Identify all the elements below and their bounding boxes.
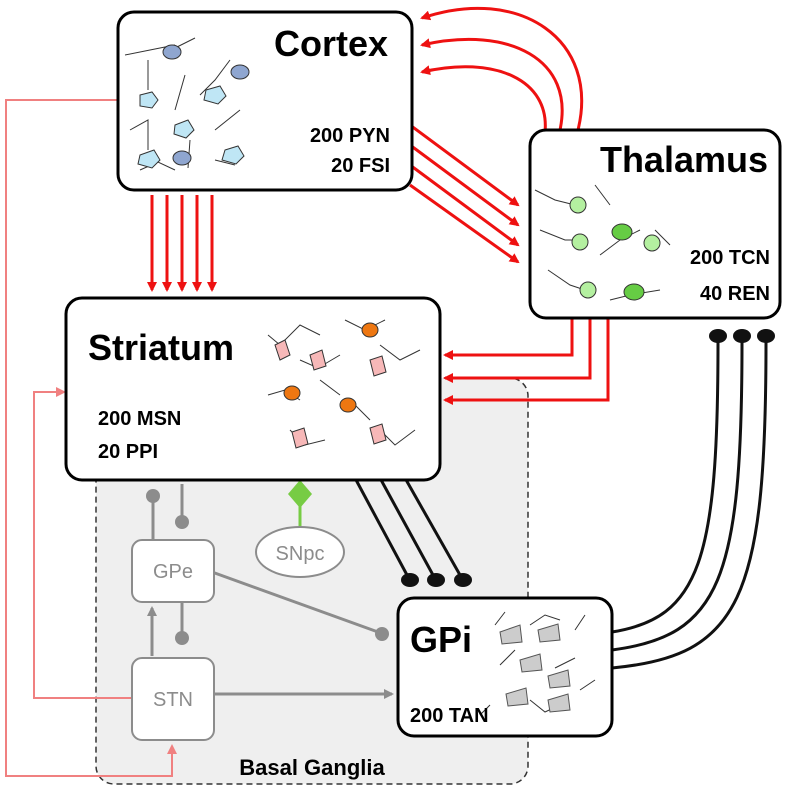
snpc-label: SNpc — [276, 543, 325, 565]
thalamus-count-ren: 40 REN — [700, 283, 770, 305]
gpi-count-tan: 200 TAN — [410, 705, 489, 727]
gpe-to-gpi-path — [211, 570, 379, 634]
striatum-node: Striatum 200 MSN 20 PPI — [64, 296, 442, 482]
gpe-label: GPe — [153, 561, 193, 583]
cortex-to-thalamus-arrow — [409, 183, 520, 264]
basal-ganglia-label: Basal Ganglia — [239, 755, 385, 780]
thalamus-to-cortex-arrow — [420, 65, 547, 133]
striatum-count-ppi: 20 PPI — [98, 441, 158, 463]
cortex-count-pyn: 200 PYN — [310, 125, 390, 147]
striatum-count-msn: 200 MSN — [98, 408, 181, 430]
black-connections — [353, 341, 768, 670]
dopamine-diamond — [288, 480, 312, 508]
inhibitory-terminals — [401, 329, 775, 587]
gpi-node: GPi 200 TAN — [396, 596, 614, 738]
thalamus-count-tcn: 200 TCN — [690, 247, 770, 269]
striatum-to-gpi-inhibitory — [353, 477, 409, 576]
thalamus-node: Thalamus 200 TCN 40 REN — [528, 128, 782, 320]
gray-terminals — [146, 489, 389, 645]
thalamus-to-striatum-arrow — [443, 318, 610, 405]
gpi-neurons-illustration — [479, 611, 596, 716]
striatum-title: Striatum — [88, 327, 234, 368]
red-connections — [147, 6, 610, 405]
thalamus-to-striatum-arrow — [443, 318, 574, 360]
thalamus-title: Thalamus — [600, 139, 768, 180]
striatum-to-gpi-inhibitory — [403, 477, 462, 576]
cortex-title: Cortex — [274, 23, 388, 64]
cortex-node: Cortex 200 PYN 20 FSI — [116, 10, 414, 192]
thalamus-to-cortex-arrow — [420, 6, 584, 131]
snpc-node: SNpc — [255, 526, 345, 578]
striatum-cells — [274, 322, 387, 449]
pink-connections — [5, 99, 177, 777]
cortex-to-thalamus-arrow — [409, 143, 520, 227]
gpi-to-thalamus-inhibitory — [611, 341, 768, 670]
cortex-to-thalamus-arrow — [409, 123, 520, 207]
gpe-node: GPe — [131, 539, 215, 603]
stn-node: STN — [131, 657, 215, 741]
striatum-to-gpi-inhibitory — [378, 477, 435, 576]
cortex-count-fsi: 20 FSI — [331, 155, 390, 177]
cortex-to-stn-path — [5, 99, 177, 777]
gpi-title: GPi — [410, 619, 472, 660]
gpi-to-thalamus-inhibitory — [611, 341, 720, 634]
stn-label: STN — [153, 689, 193, 711]
stn-to-striatum-path — [33, 387, 132, 699]
gpi-cells — [499, 623, 571, 713]
thalamus-to-cortex-arrow — [420, 37, 564, 131]
thalamus-cells — [569, 196, 661, 301]
cortex-cells — [137, 44, 250, 169]
thalamus-to-striatum-arrow — [443, 318, 592, 383]
cortex-to-thalamus-arrow — [409, 163, 520, 247]
gpi-to-thalamus-inhibitory — [611, 341, 744, 652]
gray-connections — [147, 484, 394, 699]
